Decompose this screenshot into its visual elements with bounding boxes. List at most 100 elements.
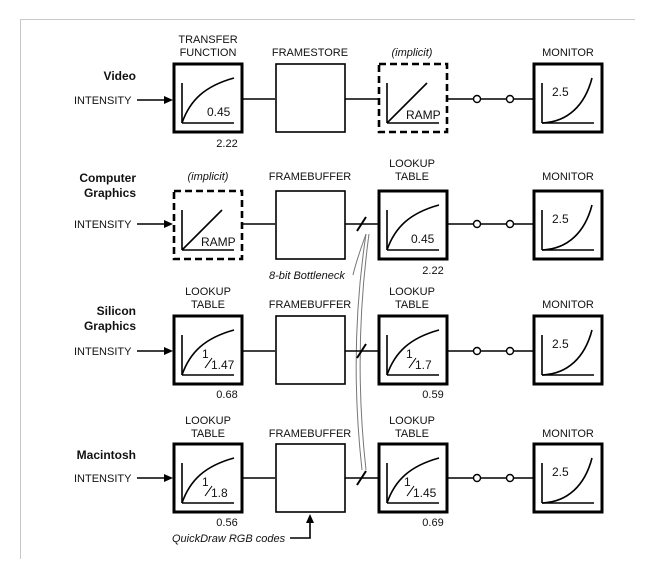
quickdraw-label: QuickDraw RGB codes [172, 533, 286, 545]
box-value: 0.45 [207, 105, 231, 119]
cable-connector [505, 473, 515, 483]
cable-connector [505, 346, 515, 356]
system-label: Macintosh [77, 448, 136, 462]
header-implicit: (implicit) [392, 47, 433, 59]
gamma-curve [541, 457, 593, 504]
framestore-box [275, 63, 346, 133]
below-value: 2.22 [422, 265, 443, 277]
frac-slash [204, 357, 213, 369]
cable-connector [472, 219, 482, 229]
frac-slash [204, 485, 213, 497]
below-value: 0.68 [216, 389, 237, 401]
arrowhead [164, 220, 173, 228]
frac-slash [408, 357, 417, 369]
header-monitor: MONITOR [542, 428, 594, 440]
bottleneck-label: 8-bit Bottleneck [269, 270, 345, 282]
monitor-value: 2.5 [552, 465, 569, 479]
frac-slash [406, 485, 415, 497]
frame-border-top [20, 19, 635, 20]
bottleneck-pointer [352, 233, 367, 276]
header-lookup: LOOKUP [389, 158, 435, 170]
header-framestore: FRAMESTORE [272, 47, 348, 59]
gamma-curve [541, 329, 593, 376]
header-lookup: LOOKUP [185, 286, 231, 298]
axes [386, 210, 439, 251]
frac-denominator: 1.47 [211, 358, 235, 372]
header-lookup: LOOKUP [185, 415, 231, 427]
power-curve [181, 457, 235, 504]
header-transfer-function: TRANSFER [178, 34, 237, 46]
axes [386, 335, 439, 376]
header-framebuffer: FRAMEBUFFER [269, 299, 352, 311]
below-value: 0.56 [216, 517, 237, 529]
system-label: Video [104, 69, 136, 83]
row-computer-graphics: Computer Graphics INTENSITY (implicit) R… [74, 158, 604, 277]
monitor-value: 2.5 [552, 85, 569, 99]
header-table: TABLE [395, 171, 429, 183]
monitor-value: 2.5 [552, 337, 569, 351]
frac-numerator: 1 [406, 347, 413, 361]
axes [541, 335, 594, 376]
axes [181, 83, 234, 124]
power-curve [181, 329, 235, 376]
ramp-line [181, 209, 223, 251]
axes [386, 463, 439, 504]
monitor-box [532, 314, 604, 386]
header-lookup: LOOKUP [389, 415, 435, 427]
frac-numerator: 1 [404, 475, 411, 489]
header-lookup: LOOKUP [389, 286, 435, 298]
power-curve [181, 77, 235, 124]
axes [541, 463, 594, 504]
axes [541, 83, 594, 124]
lookup-table-box [172, 442, 244, 514]
cable-connector [472, 94, 482, 104]
lookup-table-box [377, 314, 449, 386]
row-silicon-graphics: Silicon Graphics INTENSITY LOOKUP TABLE … [74, 286, 604, 401]
intensity-label: INTENSITY [74, 473, 132, 485]
ramp-line [386, 82, 428, 124]
header-table: TABLE [395, 428, 429, 440]
lookup-table-box [377, 189, 449, 261]
frac-denominator: 1.45 [413, 486, 437, 500]
axes [386, 83, 439, 124]
arrowhead [306, 514, 314, 523]
monitor-box [532, 442, 604, 514]
bus-slash [356, 470, 367, 486]
axes [181, 463, 234, 504]
power-curve [386, 329, 440, 376]
intensity-label: INTENSITY [74, 219, 132, 231]
axes [181, 335, 234, 376]
bus-slash [356, 216, 367, 232]
intensity-label: INTENSITY [74, 95, 132, 107]
box-value: 0.45 [411, 232, 435, 246]
header-monitor: MONITOR [542, 299, 594, 311]
header-framebuffer: FRAMEBUFFER [269, 428, 352, 440]
arrowhead [164, 474, 173, 482]
gamma-curve [541, 77, 593, 124]
header-monitor: MONITOR [542, 47, 594, 59]
lookup-table-box [377, 442, 449, 514]
framebuffer-box [275, 315, 346, 385]
monitor-box [532, 189, 604, 261]
framebuffer-box [275, 443, 346, 513]
system-label-2: Graphics [84, 319, 136, 333]
bottleneck-brace-line [359, 233, 370, 471]
cable-connector [505, 94, 515, 104]
bus-slash [356, 343, 367, 359]
arrowhead [164, 347, 173, 355]
bottleneck-annotation: 8-bit Bottleneck [269, 233, 370, 471]
frame-border-left [20, 19, 21, 559]
frac-numerator: 1 [202, 347, 209, 361]
cable-connector [505, 219, 515, 229]
arrowhead [164, 96, 173, 104]
header-table: TABLE [191, 428, 225, 440]
monitor-value: 2.5 [552, 212, 569, 226]
below-value: 2.22 [216, 138, 237, 150]
header-transfer-function-2: FUNCTION [180, 47, 237, 59]
cable-connector [472, 473, 482, 483]
bottleneck-brace-line [355, 233, 367, 471]
header-table: TABLE [191, 299, 225, 311]
intensity-label: INTENSITY [74, 346, 132, 358]
